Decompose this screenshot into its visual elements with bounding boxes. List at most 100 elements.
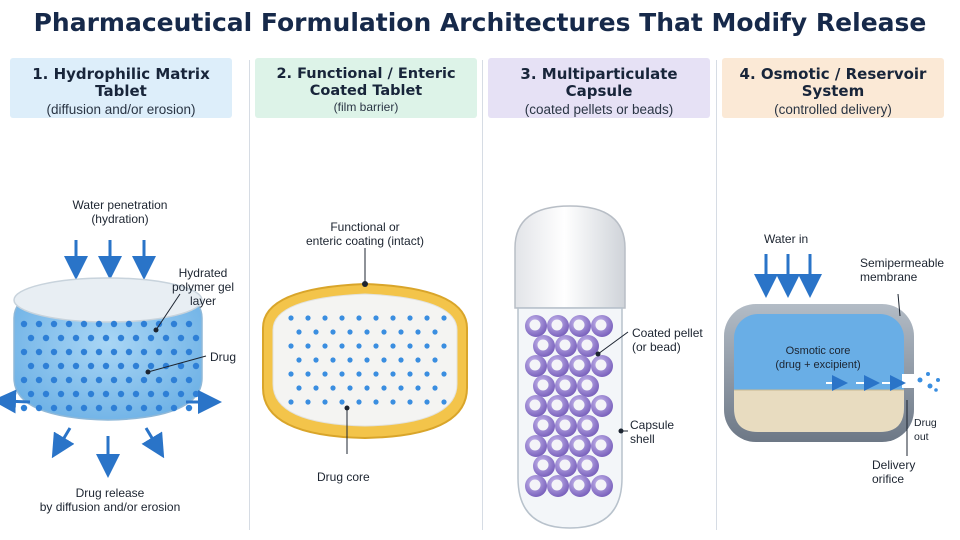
drug-particle [155, 348, 163, 356]
pellet-core [581, 379, 593, 391]
drug-particle [192, 334, 200, 342]
pellet-core [581, 459, 593, 471]
pellet-core [595, 479, 607, 491]
drug-particle [322, 343, 328, 349]
drug-particle [50, 348, 58, 356]
drug-particle [415, 357, 421, 363]
pellet-core [559, 339, 571, 351]
drug-particle [57, 362, 65, 370]
release-arrows [0, 389, 222, 478]
drug-particle [313, 385, 319, 391]
drug-particle [441, 399, 447, 405]
pellet-core [573, 319, 585, 331]
pellet-core [573, 439, 585, 451]
drug-particle [288, 343, 294, 349]
drug-particle [415, 329, 421, 335]
drug-particle [296, 357, 302, 363]
drug-particle [95, 348, 103, 356]
drug-particle [432, 329, 438, 335]
panel-matrix-tablet: 1. Hydrophilic Matrix Tablet (diffusion … [0, 58, 236, 528]
drug-particle [20, 320, 28, 328]
pellet-core [551, 439, 563, 451]
drug-particle [27, 334, 35, 342]
drug-particle [57, 334, 65, 342]
label-line: membrane [860, 270, 918, 284]
drug-particle [432, 357, 438, 363]
drug-particle [87, 334, 95, 342]
drug-particle [313, 329, 319, 335]
drug-particle [390, 343, 396, 349]
drug-particle [117, 390, 125, 398]
drug-particle [305, 371, 311, 377]
pellets [525, 315, 613, 497]
drug-particle [35, 376, 43, 384]
drug-particle [381, 329, 387, 335]
drug-particle [424, 315, 430, 321]
panel-subtitle: (diffusion and/or erosion) [46, 102, 196, 117]
panel-header: 4. Osmotic / Reservoir System (controlle… [722, 58, 944, 118]
pellet-core [573, 359, 585, 371]
drug-particle [42, 390, 50, 398]
capsule-illustration [514, 205, 629, 529]
drug-particle [117, 362, 125, 370]
drug-particle [162, 390, 170, 398]
label-line: Functional or [330, 220, 400, 234]
drug-particle [364, 357, 370, 363]
drug-particle [356, 371, 362, 377]
label-capsule-shell: Capsule shell [630, 418, 674, 446]
drug-particle [347, 357, 353, 363]
divider [482, 60, 483, 530]
panel-osmotic-system: 4. Osmotic / Reservoir System (controlle… [722, 58, 944, 528]
drug-particle [162, 334, 170, 342]
drug-particle [132, 334, 140, 342]
drug-particle [87, 390, 95, 398]
drug-particle [185, 376, 193, 384]
panel-title: 1. Hydrophilic Matrix Tablet [32, 65, 210, 100]
drug-particle [147, 390, 155, 398]
osmotic-system-illustration [724, 254, 940, 456]
drug-particle [132, 362, 140, 370]
drug-particle [339, 315, 345, 321]
drug-particle [185, 320, 193, 328]
panel-subtitle: (controlled delivery) [774, 102, 892, 117]
label-line: Drug release [75, 486, 145, 500]
drug-particle [330, 385, 336, 391]
drug-particle [170, 404, 178, 412]
drug-particle [407, 315, 413, 321]
drug-particle [80, 320, 88, 328]
capsule-cap [514, 205, 626, 309]
drug-particle [95, 320, 103, 328]
drug-particle [398, 357, 404, 363]
water-arrows [64, 240, 156, 280]
pellet-core [529, 439, 541, 451]
label-line: Osmotic core [785, 345, 851, 357]
drug-particle [424, 371, 430, 377]
drug-particle [170, 376, 178, 384]
label-water-penetration: Water penetration (hydration) [30, 198, 210, 226]
label-line: by diffusion and/or erosion [39, 500, 181, 514]
drug-particle [110, 320, 118, 328]
label-coating: Functional or enteric coating (intact) [285, 220, 445, 248]
drug-particle [125, 404, 133, 412]
drug-particle [288, 399, 294, 405]
pellet-core [581, 419, 593, 431]
drug-particle [381, 385, 387, 391]
drug-particle [398, 329, 404, 335]
drug-particle [381, 357, 387, 363]
pellet-core [559, 459, 571, 471]
drug-particle [155, 404, 163, 412]
excipient-layer [734, 390, 904, 432]
drug-out-dot [917, 377, 923, 383]
drug-particle [373, 399, 379, 405]
pellet-core [595, 439, 607, 451]
drug-particle [373, 371, 379, 377]
label-osmotic-core: Osmotic core (drug + excipient) [758, 344, 878, 372]
divider [716, 60, 717, 530]
pellet-core [581, 339, 593, 351]
drug-particle [110, 404, 118, 412]
drug-particle [72, 390, 80, 398]
page-title: Pharmaceutical Formulation Architectures… [33, 8, 927, 37]
drug-particle [95, 404, 103, 412]
drug-particle [20, 348, 28, 356]
pellet-core [537, 379, 549, 391]
